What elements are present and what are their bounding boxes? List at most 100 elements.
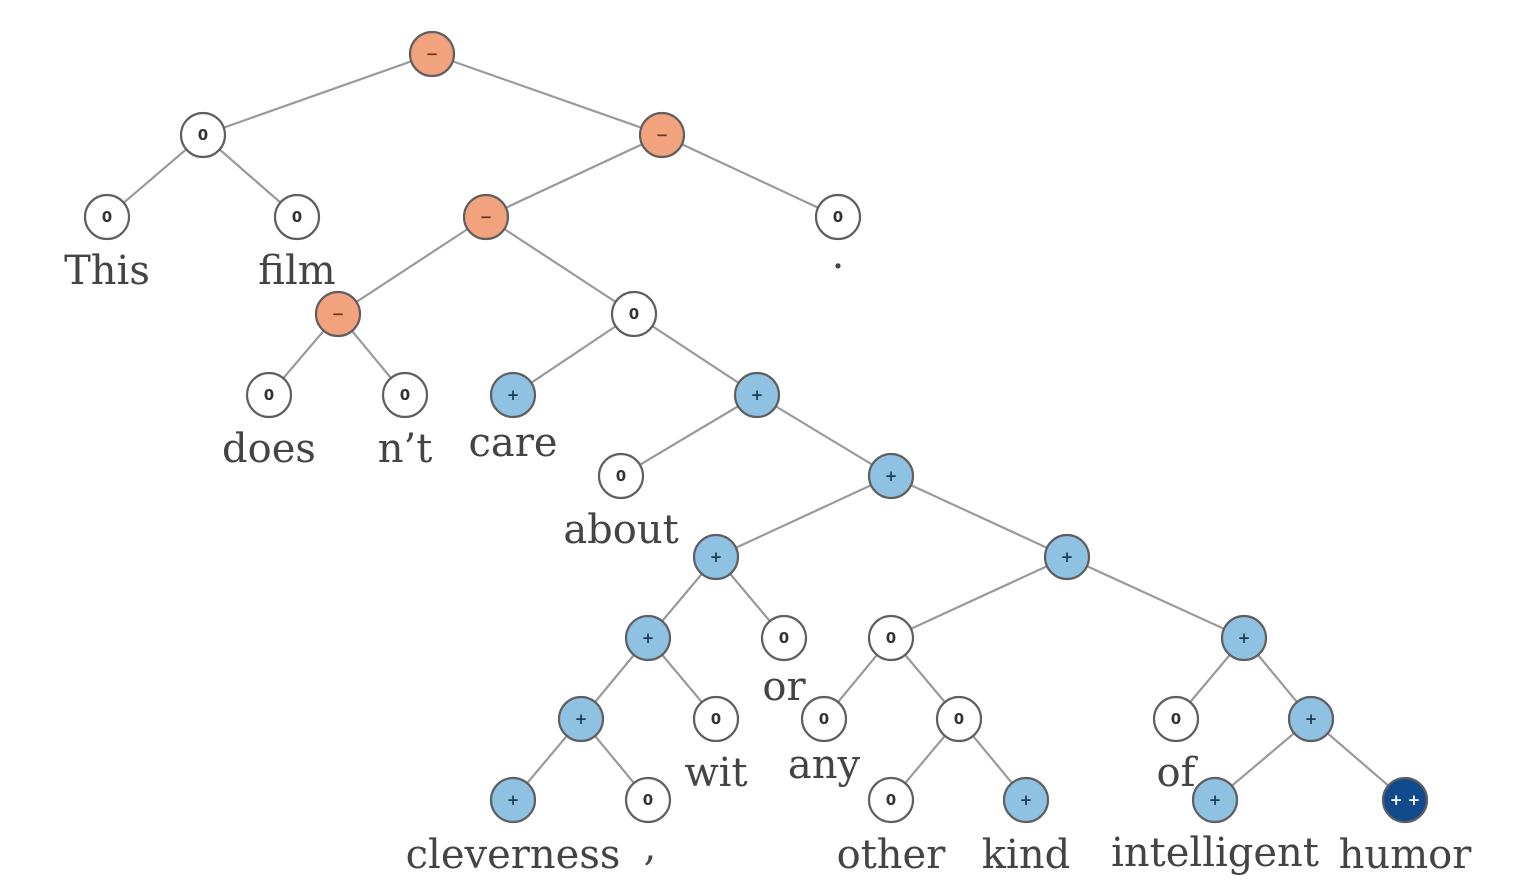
node-sentiment-label: −	[656, 126, 669, 144]
node-circle	[557, 695, 605, 743]
node-sentiment-label: +	[885, 467, 898, 485]
tree-node-n12: +	[489, 371, 537, 419]
tree-edge-n1-n2	[202, 52, 433, 137]
tree-node-n16: +	[692, 533, 740, 581]
tree-node-n31: +	[1002, 776, 1050, 824]
node-circle	[760, 614, 808, 662]
node-sentiment-label: −	[332, 305, 345, 323]
node-sentiment-label: 0	[629, 305, 639, 323]
node-sentiment-label: 0	[954, 710, 964, 728]
tree-node-n22: +	[557, 695, 605, 743]
leaf-word-n7: .	[832, 232, 845, 278]
node-sentiment-label: +	[507, 791, 520, 809]
leaf-word-n24: any	[788, 742, 861, 788]
node-sentiment-label: 0	[102, 208, 112, 226]
node-sentiment-label: +	[575, 710, 588, 728]
tree-edge-n17-n20	[890, 556, 1068, 639]
node-circle	[1287, 695, 1335, 743]
tree-node-n15: +	[867, 452, 915, 500]
tree-node-n33: + +	[1381, 776, 1429, 824]
node-circle	[1220, 614, 1268, 662]
node-sentiment-label: 0	[616, 467, 626, 485]
node-sentiment-label: 0	[643, 791, 653, 809]
node-sentiment-label: +	[1061, 548, 1074, 566]
leaf-word-n29: ,	[644, 824, 657, 870]
tree-edge-n1-n5	[431, 52, 663, 137]
tree-node-n26: 0	[1152, 695, 1200, 743]
node-circle	[733, 371, 781, 419]
node-circle	[867, 452, 915, 500]
leaf-word-n3: This	[64, 248, 150, 294]
leaf-word-n19: or	[762, 664, 806, 710]
leaf-word-n31: kind	[982, 832, 1070, 878]
node-circle	[597, 452, 645, 500]
tree-node-n8: −	[314, 290, 362, 338]
node-sentiment-label: 0	[400, 386, 410, 404]
tree-edge-n15-n16	[715, 475, 892, 558]
tree-node-n3: 0	[83, 193, 131, 241]
node-circle	[867, 614, 915, 662]
tree-node-n10: 0	[245, 371, 293, 419]
node-circle	[867, 776, 915, 824]
tree-node-n4: 0	[273, 193, 321, 241]
tree-node-n9: 0	[610, 290, 658, 338]
tree-edge-n17-n21	[1066, 555, 1245, 640]
tree-edge-n6-n9	[485, 216, 635, 315]
node-circle	[314, 290, 362, 338]
node-circle	[408, 30, 456, 78]
tree-edge-n5-n6	[485, 134, 663, 218]
leaf-word-n32: intelligent	[1111, 830, 1319, 876]
node-circle	[381, 371, 429, 419]
tree-edge-n6-n8	[337, 216, 487, 315]
node-sentiment-label: 0	[886, 629, 896, 647]
node-circle	[83, 193, 131, 241]
tree-node-n13: +	[733, 371, 781, 419]
node-sentiment-label: 0	[292, 208, 302, 226]
tree-node-n14: 0	[597, 452, 645, 500]
node-sentiment-label: 0	[833, 208, 843, 226]
tree-node-n29: 0	[624, 776, 672, 824]
leaf-word-n23: wit	[684, 750, 747, 796]
node-sentiment-label: −	[426, 45, 439, 63]
node-sentiment-label: +	[507, 386, 520, 404]
node-circle	[1002, 776, 1050, 824]
tree-edge-n5-n7	[661, 134, 839, 218]
tree-edge-n9-n13	[633, 313, 758, 396]
tree-node-n17: +	[1043, 533, 1091, 581]
node-circle	[1152, 695, 1200, 743]
node-circle	[1191, 776, 1239, 824]
node-sentiment-label: −	[480, 208, 493, 226]
node-sentiment-label: +	[1238, 629, 1251, 647]
tree-node-n11: 0	[381, 371, 429, 419]
node-circle	[1043, 533, 1091, 581]
node-circle	[814, 193, 862, 241]
node-circle	[692, 695, 740, 743]
node-sentiment-label: +	[1020, 791, 1033, 809]
tree-node-n28: +	[489, 776, 537, 824]
node-sentiment-label: +	[751, 386, 764, 404]
node-circle	[1381, 776, 1429, 824]
node-sentiment-label: 0	[198, 126, 208, 144]
leaf-word-n33: humor	[1339, 832, 1473, 878]
tree-node-n1: −	[408, 30, 456, 78]
leaf-word-n14: about	[563, 507, 678, 553]
tree-node-n2: 0	[179, 111, 227, 159]
tree-node-n18: +	[624, 614, 672, 662]
tree-edge-n13-n14	[620, 394, 758, 477]
node-circle	[489, 776, 537, 824]
node-circle	[692, 533, 740, 581]
node-sentiment-label: +	[710, 548, 723, 566]
leaf-word-n4: film	[258, 248, 335, 294]
tree-node-n24: 0	[800, 695, 848, 743]
leaf-word-n10: does	[222, 426, 316, 472]
tree-node-n32: +	[1191, 776, 1239, 824]
tree-edge-n15-n17	[890, 475, 1068, 558]
node-circle	[935, 695, 983, 743]
node-sentiment-label: 0	[886, 791, 896, 809]
node-circle	[624, 776, 672, 824]
tree-edge-n13-n15	[756, 394, 892, 477]
tree-node-n30: 0	[867, 776, 915, 824]
tree-node-n23: 0	[692, 695, 740, 743]
